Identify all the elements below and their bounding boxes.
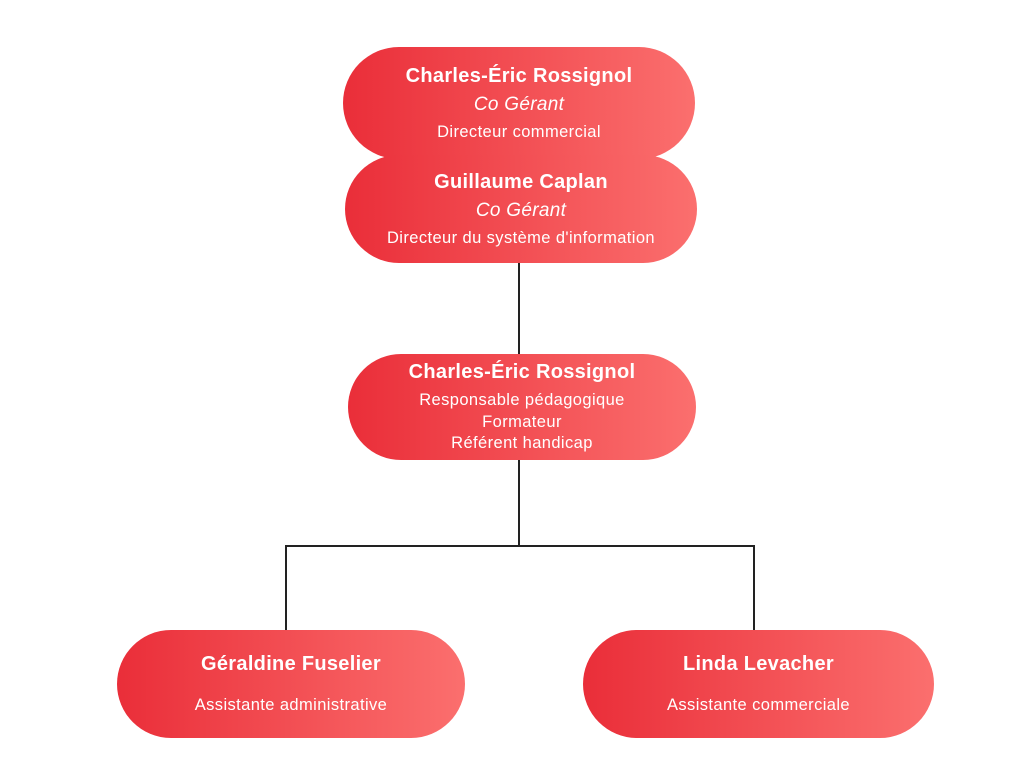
node-name: Géraldine Fuselier (201, 653, 381, 676)
node-name: Charles-Éric Rossignol (405, 64, 633, 87)
connector-rail-to-bottom-left (285, 545, 287, 631)
connector-horizontal-rail (285, 545, 754, 547)
node-role: Directeur commercial (437, 122, 601, 141)
node-subtitle: Co Gérant (475, 199, 567, 221)
node-subtitle: Co Gérant (473, 93, 565, 115)
node-role: Assistante administrative (194, 696, 388, 715)
node-name: Guillaume Caplan (434, 170, 608, 193)
node-roles-list: Responsable pédagogique Formateur Référe… (419, 391, 625, 454)
connector-rail-to-bottom-right (753, 545, 755, 631)
node-name: Linda Levacher (683, 653, 834, 676)
org-node-co-gerant-2: Guillaume Caplan Co Gérant Directeur du … (345, 155, 697, 263)
connector-top-to-middle (518, 258, 520, 358)
node-role: Assistante commerciale (666, 696, 851, 715)
org-node-responsable-pedagogique: Charles-Éric Rossignol Responsable pédag… (348, 354, 696, 460)
org-node-co-gerant-1: Charles-Éric Rossignol Co Gérant Directe… (343, 47, 695, 159)
org-node-assistante-administrative: Géraldine Fuselier Assistante administra… (117, 630, 465, 738)
node-role: Directeur du système d'information (386, 228, 656, 247)
node-role: Référent handicap (451, 434, 593, 453)
node-role: Responsable pédagogique (419, 390, 625, 409)
org-node-assistante-commerciale: Linda Levacher Assistante commerciale (583, 630, 934, 738)
node-name: Charles-Éric Rossignol (408, 360, 636, 383)
node-role: Formateur (482, 412, 562, 431)
connector-middle-to-rail (518, 456, 520, 546)
